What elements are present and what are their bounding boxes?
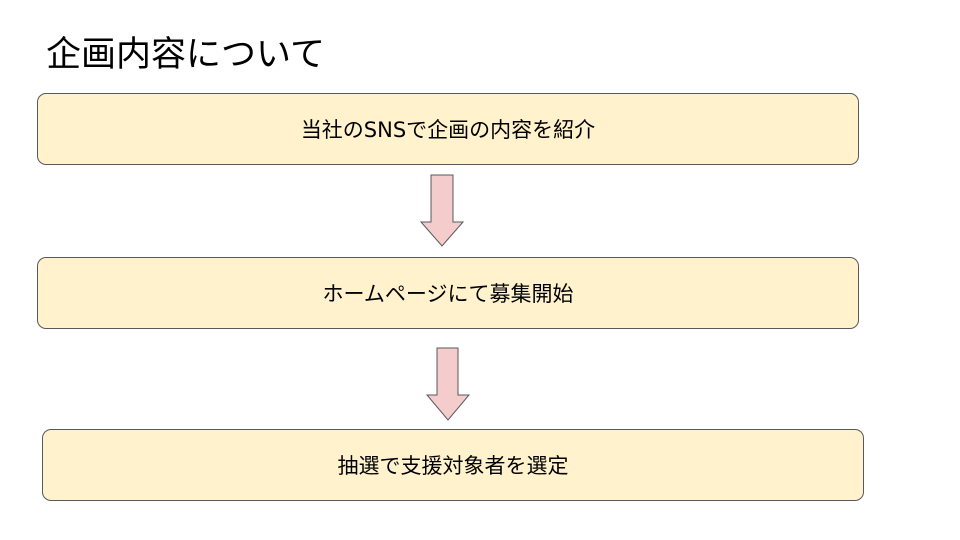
down-arrow-icon [419,174,465,247]
step-label: 抽選で支援対象者を選定 [337,454,569,478]
slide-title: 企画内容について [46,35,325,75]
step-label: 当社のSNSで企画の内容を紹介 [300,118,596,142]
down-arrow-icon [425,347,471,421]
step-label: ホームページにて募集開始 [322,282,574,306]
step-box-2: ホームページにて募集開始 [37,257,859,329]
step-box-1: 当社のSNSで企画の内容を紹介 [37,93,859,165]
step-box-3: 抽選で支援対象者を選定 [42,429,864,501]
